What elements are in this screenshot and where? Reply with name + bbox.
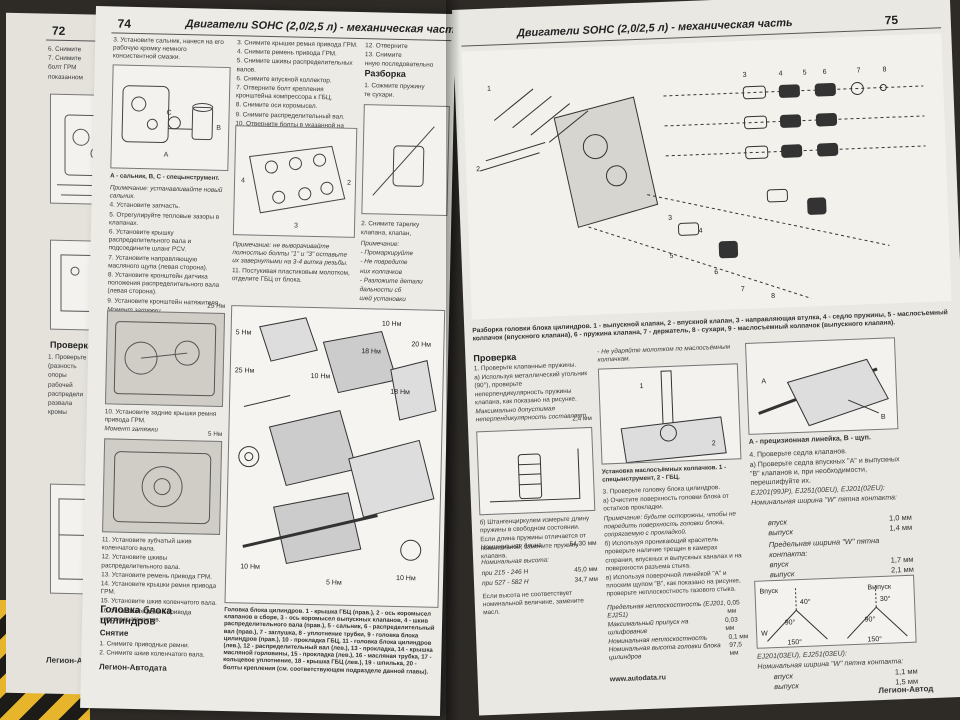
col1-top-text: 3. Установите сальник, нанеся на его раб…: [112, 36, 224, 62]
svg-text:3: 3: [294, 223, 298, 230]
col2-top-text: - Не ударяйте молотком по маслосъёмным к…: [597, 343, 731, 364]
subsection-removal: Снятие: [99, 628, 129, 638]
torque-label: 20 Нм: [411, 341, 431, 348]
callout: 5: [669, 253, 673, 260]
callout: 8: [882, 66, 886, 73]
torque-label: 10 Нм: [240, 563, 260, 570]
col2-text: 3. Проверьте головку блока цилиндров. а)…: [602, 484, 742, 598]
callout: 3: [668, 215, 672, 222]
removal-text: 1. Снимите приводные ремни. 2. Снимите ш…: [99, 640, 205, 659]
seat-inlet-label: Впуск: [759, 588, 779, 596]
figure-spring-compress: [361, 104, 450, 217]
spec-flatness-block: Предельная неплоскостность (EJ201, EJ251…: [606, 599, 749, 662]
svg-text:40°: 40°: [800, 598, 811, 606]
callout: 7: [741, 286, 745, 293]
svg-text:B: B: [881, 414, 886, 421]
torque-label: 10 Нм: [382, 321, 402, 328]
footer-publisher: Легион-Автодата: [98, 662, 167, 673]
torque-value-2: 5 Нм: [207, 430, 223, 438]
torque-label: 10 Нм: [396, 575, 416, 582]
spec-perpendicularity: 2,4 мм: [572, 414, 592, 423]
running-head: Двигатели SOHC (2,0/2,5 л) - механическа…: [185, 18, 456, 37]
callout: 6: [714, 269, 718, 276]
figure-rear-cover: [102, 438, 223, 535]
svg-text:150°: 150°: [787, 638, 802, 647]
section-disassembly: Разборка: [364, 68, 406, 80]
svg-text:2: 2: [712, 440, 716, 447]
col1-mid-text: Примечание: устанавливайте новый сальник…: [107, 184, 223, 314]
col3-lines: 1. Сожмите пружину те сухари.: [363, 82, 425, 99]
exploded-caption: Головка блока цилиндров. 1 - крышка ГБЦ …: [222, 607, 435, 676]
svg-text:C: C: [167, 110, 172, 117]
book-gutter-shadow: [446, 0, 460, 720]
col2-mid-text: Примечание: не выворачивайте полностью б…: [231, 241, 350, 284]
figure-exploded-cylinder-head: 5 Нм 10 Нм 18 Нм 25 Нм 20 Нм 10 Нм 18 Нм…: [224, 305, 446, 608]
callout: 4: [779, 70, 783, 77]
col3-mid-text: 2. Снимите тарелку клапана, клапан,: [360, 220, 420, 238]
figure-belt-cover: [104, 310, 226, 407]
svg-text:B: B: [216, 125, 221, 132]
figure-valve-exploded: 1 2 3 4 5 6 7 8 3 4 5 6 7 8: [461, 33, 952, 320]
torque-label: 5 Нм: [326, 579, 342, 586]
figure-caption-straightedge: A - прецизионная линейка, B - щуп.: [748, 434, 872, 446]
svg-text:2: 2: [347, 180, 351, 187]
page-number: 74: [117, 16, 132, 31]
footer-publisher: Легион-Автод: [878, 684, 934, 696]
torque-label: 25 Нм: [235, 367, 255, 374]
torque-label: 10 Нм: [311, 373, 331, 380]
svg-text:A: A: [164, 152, 169, 159]
figure-caption-seal-tool: Установка маслосъёмных колпачков. 1 - сп…: [601, 463, 727, 484]
figure-valve-seat-angles: Впуск Выпуск 40° 90° 150° 30° 90° 150° W: [754, 574, 917, 649]
svg-text:1: 1: [639, 383, 643, 390]
seat-exhaust-label: Выпуск: [867, 584, 892, 592]
section-heading: Проверка: [50, 339, 93, 351]
torque-value-1: 25 Нм: [207, 302, 226, 311]
figure-caption-seal: A - сальник, B, C - спецынструмент.: [110, 172, 220, 182]
torque-label: 18 Нм: [361, 348, 381, 355]
col3-text: 4. Проверьте седла клапанов. а) Проверьт…: [749, 448, 900, 507]
svg-text:W: W: [761, 630, 768, 637]
figure-seal-install: C B A: [110, 64, 231, 172]
svg-text:A: A: [761, 378, 766, 385]
section-heading-cylinder-head: Головка блока цилиндров: [99, 604, 173, 628]
svg-text:30°: 30°: [880, 595, 891, 603]
figure-spring-square: [476, 426, 596, 516]
torque-label: 5 Нм: [236, 329, 252, 336]
svg-text:90°: 90°: [785, 618, 796, 626]
page-74: 74 Двигатели SOHC (2,0/2,5 л) - механиче…: [80, 6, 456, 716]
figure-bolt-sequence: 4 2 3: [232, 125, 358, 238]
callout: 7: [857, 67, 861, 74]
callout: 4: [699, 228, 703, 235]
page-75: Двигатели SOHC (2,0/2,5 л) - механическа…: [452, 0, 960, 716]
torque-label: 18 Нм: [390, 389, 410, 396]
callout: 2: [476, 166, 480, 173]
page-number: 72: [52, 23, 66, 38]
running-head: Двигатели SOHC (2,0/2,5 л) - механическа…: [516, 16, 793, 40]
page-number: 75: [884, 12, 899, 28]
svg-text:90°: 90°: [865, 615, 876, 623]
svg-text:150°: 150°: [867, 635, 882, 644]
callout: 8: [771, 293, 775, 300]
callout: 1: [487, 86, 491, 93]
col1-d-text: Если высота не соответствует номинальной…: [482, 589, 584, 617]
svg-text:4: 4: [241, 177, 245, 184]
callout: 3: [743, 72, 747, 79]
col3-note: Примечание: - Промаркируйте - Не повреди…: [359, 240, 423, 304]
col3-top-text: 12. Отверните 13. Снимите нную последова…: [364, 42, 434, 70]
section-inspection: Проверка: [473, 351, 517, 364]
footer-url: www.autodata.ru: [609, 674, 667, 684]
callout: 6: [823, 69, 827, 76]
callout: 5: [803, 69, 807, 76]
